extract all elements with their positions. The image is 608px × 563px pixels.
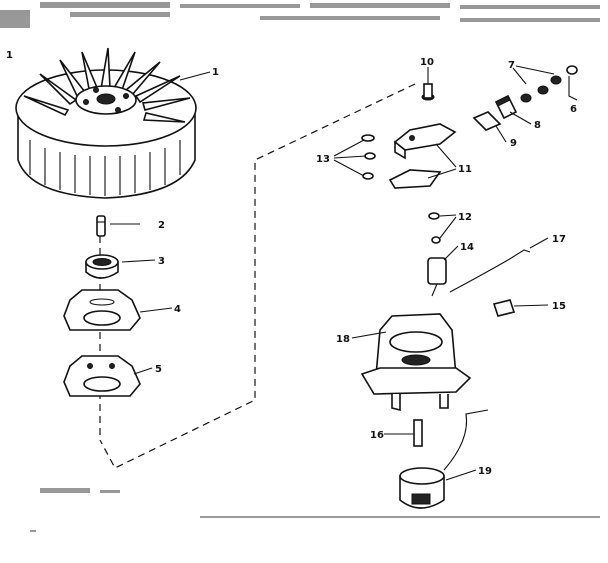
callout-17: 17 bbox=[552, 234, 566, 245]
callout-11: 11 bbox=[458, 164, 472, 175]
part-12-screws bbox=[428, 212, 441, 244]
callout-14: 14 bbox=[460, 242, 474, 253]
callout-19: 19 bbox=[478, 466, 492, 477]
assembly-dashed-line bbox=[99, 83, 416, 469]
callout-6: 6 bbox=[570, 104, 577, 115]
scan-footer-noise bbox=[30, 488, 600, 532]
callout-labels: 1 2 3 4 5 6 7 8 9 10 11 12 13 14 15 16 1… bbox=[155, 57, 577, 477]
callout-5: 5 bbox=[155, 364, 162, 375]
callout-2: 2 bbox=[158, 220, 165, 231]
callout-16: 16 bbox=[370, 430, 384, 441]
part-14-condenser bbox=[427, 257, 447, 297]
part-13-screws bbox=[361, 134, 376, 180]
part-2-key bbox=[96, 215, 106, 237]
part-18-housing bbox=[360, 313, 472, 412]
callout-7: 7 bbox=[508, 60, 515, 71]
callout-9: 9 bbox=[510, 138, 517, 149]
part-1-flywheel bbox=[15, 47, 197, 199]
callout-8: 8 bbox=[534, 120, 541, 131]
callout-3: 3 bbox=[158, 256, 165, 267]
part-19-coil bbox=[399, 409, 489, 509]
callout-10: 10 bbox=[420, 57, 434, 68]
part-8-block bbox=[494, 94, 518, 120]
part-7-washers bbox=[520, 75, 562, 103]
callout-12: 12 bbox=[458, 212, 472, 223]
part-17-wire bbox=[449, 249, 531, 293]
part-4-plate bbox=[63, 289, 141, 331]
scan-header-noise bbox=[0, 2, 600, 28]
part-3-collar bbox=[85, 254, 119, 279]
callout-4: 4 bbox=[174, 304, 181, 315]
part-6-nut bbox=[566, 65, 578, 75]
part-15-pad bbox=[492, 299, 516, 317]
callout-13: 13 bbox=[316, 154, 330, 165]
part-10-screw bbox=[421, 83, 435, 101]
part-16-pin bbox=[413, 419, 423, 447]
part-5-plate bbox=[63, 355, 141, 397]
part-9-plate bbox=[472, 111, 502, 131]
corner-mark: 1 bbox=[6, 50, 13, 61]
part-11-breaker-arm bbox=[388, 123, 457, 189]
leader-lines bbox=[110, 65, 578, 481]
callout-1: 1 bbox=[212, 67, 219, 78]
callout-18: 18 bbox=[336, 334, 350, 345]
callout-15: 15 bbox=[552, 301, 566, 312]
